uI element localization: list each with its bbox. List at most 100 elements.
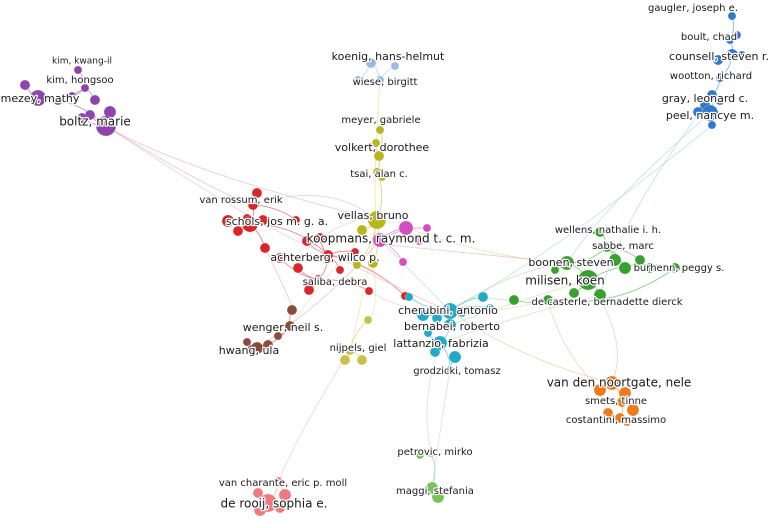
author-node-van-den-noortgate[interactable] (604, 375, 620, 391)
author-node[interactable] (67, 91, 77, 101)
author-node-boult-chad[interactable] (725, 35, 735, 45)
author-node-burhenn-peggy[interactable] (669, 262, 681, 274)
author-node[interactable] (356, 354, 368, 366)
author-node[interactable] (303, 284, 315, 296)
author-node[interactable] (431, 312, 443, 324)
author-node[interactable] (367, 257, 379, 269)
author-node-nijpels-giel[interactable] (344, 344, 356, 356)
author-node[interactable] (89, 94, 101, 106)
author-node-wenger-neil[interactable] (284, 320, 296, 332)
author-node-koopmans-raymond[interactable] (372, 232, 388, 248)
author-node[interactable] (278, 488, 292, 502)
author-node-boltz-marie[interactable] (95, 115, 117, 137)
author-node-petrovic-mirko[interactable] (426, 448, 436, 458)
author-node[interactable] (251, 187, 263, 199)
author-node-gray-leonard-c[interactable] (706, 89, 718, 101)
author-node[interactable] (413, 234, 425, 246)
author-node[interactable] (335, 265, 345, 275)
author-node[interactable] (259, 242, 271, 254)
author-node[interactable] (350, 247, 360, 257)
author-node[interactable] (707, 120, 717, 130)
author-node[interactable] (52, 94, 64, 106)
author-node-gaugler-joseph-e[interactable] (727, 11, 737, 21)
author-node[interactable] (353, 75, 363, 85)
author-node[interactable] (232, 225, 244, 237)
author-node[interactable] (550, 265, 560, 275)
author-node-mezey-mathy[interactable] (29, 89, 47, 107)
author-node[interactable] (390, 61, 400, 71)
author-node-schols-jos[interactable] (241, 215, 259, 233)
author-node[interactable] (416, 308, 430, 322)
author-node[interactable] (415, 450, 425, 460)
author-node[interactable] (352, 260, 362, 270)
author-node[interactable] (593, 383, 607, 397)
author-node[interactable] (242, 337, 252, 347)
author-node[interactable] (593, 288, 607, 302)
author-node-maggi-stefania[interactable] (425, 481, 439, 495)
author-node-volkert-dorothee[interactable] (373, 150, 385, 162)
author-node[interactable] (508, 294, 520, 306)
author-node-de-casterle[interactable] (542, 294, 554, 306)
author-node-saliba-debra[interactable] (312, 274, 324, 286)
author-node[interactable] (76, 112, 88, 124)
author-node[interactable] (291, 215, 301, 225)
author-node-vellas-bruno[interactable] (367, 210, 387, 230)
author-node-kim-hongsoo[interactable] (80, 83, 90, 93)
author-node[interactable] (618, 261, 632, 275)
author-node[interactable] (257, 214, 269, 226)
author-node[interactable] (364, 286, 374, 296)
author-node[interactable] (19, 79, 31, 91)
author-node[interactable] (732, 30, 742, 40)
author-node[interactable] (363, 315, 373, 325)
author-node[interactable] (301, 235, 313, 247)
author-node-grodzicki-tomasz[interactable] (445, 365, 455, 375)
author-node-de-rooij-sophia[interactable] (258, 493, 278, 513)
author-node[interactable] (252, 487, 264, 499)
author-node[interactable] (608, 253, 622, 267)
author-node[interactable] (339, 354, 351, 366)
author-node[interactable] (398, 220, 414, 236)
author-node[interactable] (714, 94, 726, 106)
author-node-hwang-ula[interactable] (250, 341, 264, 355)
author-node-van-charante[interactable] (272, 476, 284, 488)
author-node[interactable] (644, 262, 656, 274)
author-node-wiese-birgitt[interactable] (375, 75, 385, 85)
author-node[interactable] (485, 303, 495, 313)
author-node-milisen-koen[interactable] (577, 269, 599, 291)
author-node[interactable] (568, 287, 580, 299)
author-node-costantini-massimo[interactable] (614, 412, 626, 424)
author-node[interactable] (273, 331, 283, 341)
author-node[interactable] (274, 252, 286, 264)
author-node[interactable] (356, 224, 368, 236)
author-node-achterberg-wilco-p[interactable] (322, 249, 334, 261)
author-node[interactable] (431, 490, 445, 504)
author-node[interactable] (377, 172, 387, 182)
author-node-lattanzio-fabrizia[interactable] (432, 335, 448, 351)
author-node[interactable] (422, 223, 432, 233)
author-node[interactable] (712, 54, 724, 66)
author-node[interactable] (262, 339, 274, 351)
author-node[interactable] (602, 407, 614, 419)
author-node-peel-nancye-m[interactable] (701, 104, 719, 122)
author-node-smets-tinne[interactable] (616, 396, 628, 408)
author-node[interactable] (404, 292, 414, 302)
author-node[interactable] (221, 214, 235, 228)
author-node-bernabei-roberto[interactable] (443, 318, 457, 332)
author-node-wootton-richard[interactable] (715, 73, 725, 83)
author-node-sabbe-marc[interactable] (601, 241, 613, 253)
author-node-van-rossum-erik[interactable] (247, 199, 259, 211)
author-node[interactable] (626, 403, 640, 417)
author-node[interactable] (634, 254, 646, 266)
author-node-kim-kwang-il[interactable] (73, 65, 83, 75)
author-node[interactable] (314, 232, 326, 244)
author-node-counsell-steven-r[interactable] (725, 48, 739, 62)
author-node[interactable] (448, 350, 462, 364)
author-node-boonen-steven[interactable] (559, 255, 575, 271)
author-node[interactable] (398, 257, 408, 267)
author-node-tsai-alan-c[interactable] (372, 167, 382, 177)
author-node-meyer-gabriele[interactable] (375, 125, 385, 135)
author-node-koenig-hans-helmut[interactable] (365, 57, 377, 69)
author-node[interactable] (292, 262, 304, 274)
author-node[interactable] (423, 328, 433, 338)
author-node[interactable] (371, 138, 381, 148)
